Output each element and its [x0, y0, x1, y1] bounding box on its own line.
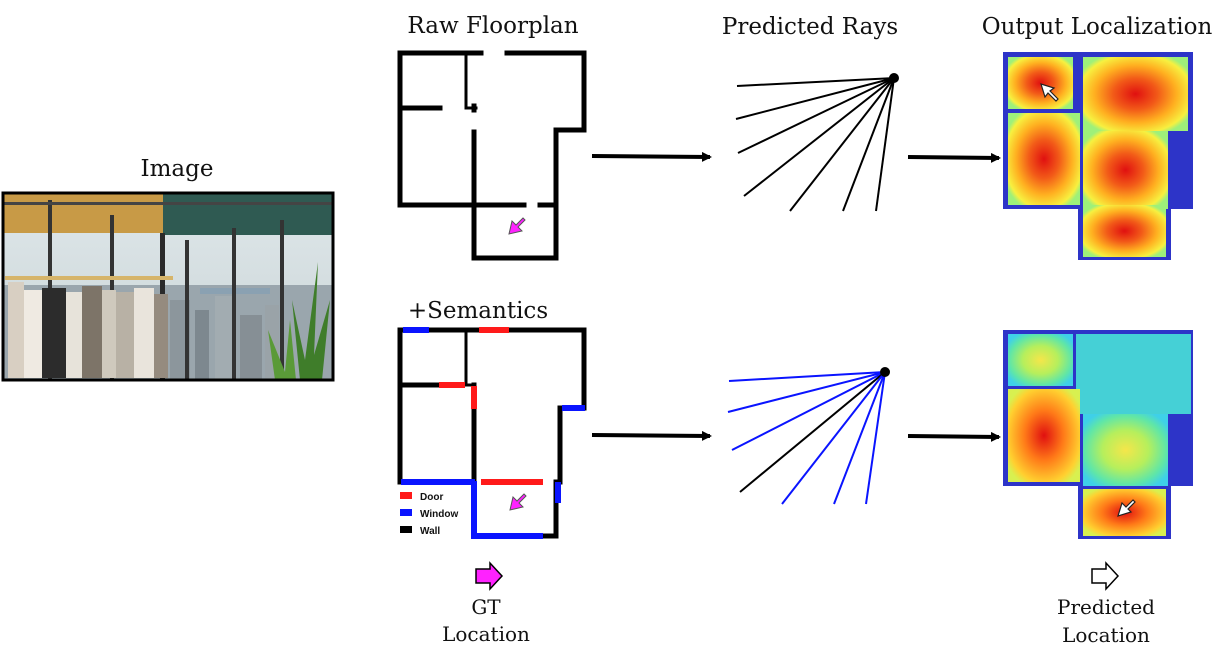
- camera-origin: [889, 73, 899, 83]
- pred-arrow-icon: [1040, 83, 1059, 102]
- semantic-heatmap: [1003, 330, 1193, 539]
- raw-floorplan-title: Raw Floorplan: [407, 13, 578, 39]
- semantic-rays: [727, 371, 886, 505]
- gt-label-line2: Location: [442, 622, 530, 646]
- pred-label-line1: Predicted: [1057, 595, 1155, 619]
- legend-door: Door: [420, 492, 443, 503]
- wall-swatch: [400, 526, 412, 533]
- predicted-rays-title: Predicted Rays: [722, 14, 898, 40]
- pred-legend-arrow-icon: [1091, 561, 1120, 591]
- flow-arrow: [907, 152, 1001, 163]
- flow-arrow: [591, 151, 712, 162]
- pred-label-line2: Location: [1062, 623, 1150, 647]
- legend-window: Window: [420, 509, 458, 520]
- flow-arrow: [907, 431, 1001, 442]
- raw-rays: [735, 77, 895, 212]
- pred-arrow-icon: [1117, 499, 1136, 517]
- door-swatch: [400, 492, 412, 499]
- semantics-title: +Semantics: [408, 298, 548, 324]
- semantics-legend: Door Window Wall: [400, 492, 458, 537]
- output-localization-title: Output Localization: [982, 14, 1213, 40]
- gt-arrow-icon: [509, 493, 527, 511]
- window-swatch: [400, 509, 412, 516]
- raw-floorplan: [397, 50, 587, 261]
- flow-arrow: [591, 430, 712, 441]
- input-photo: [1, 191, 335, 382]
- gt-arrow-icon: [508, 217, 526, 235]
- gt-legend-arrow-icon: [475, 561, 504, 591]
- raw-heatmap: [1003, 52, 1193, 260]
- legend-wall: Wall: [420, 526, 440, 537]
- camera-origin: [880, 367, 890, 377]
- semantic-floorplan: [397, 327, 587, 539]
- gt-label-line1: GT: [471, 595, 501, 619]
- image-title: Image: [141, 156, 214, 182]
